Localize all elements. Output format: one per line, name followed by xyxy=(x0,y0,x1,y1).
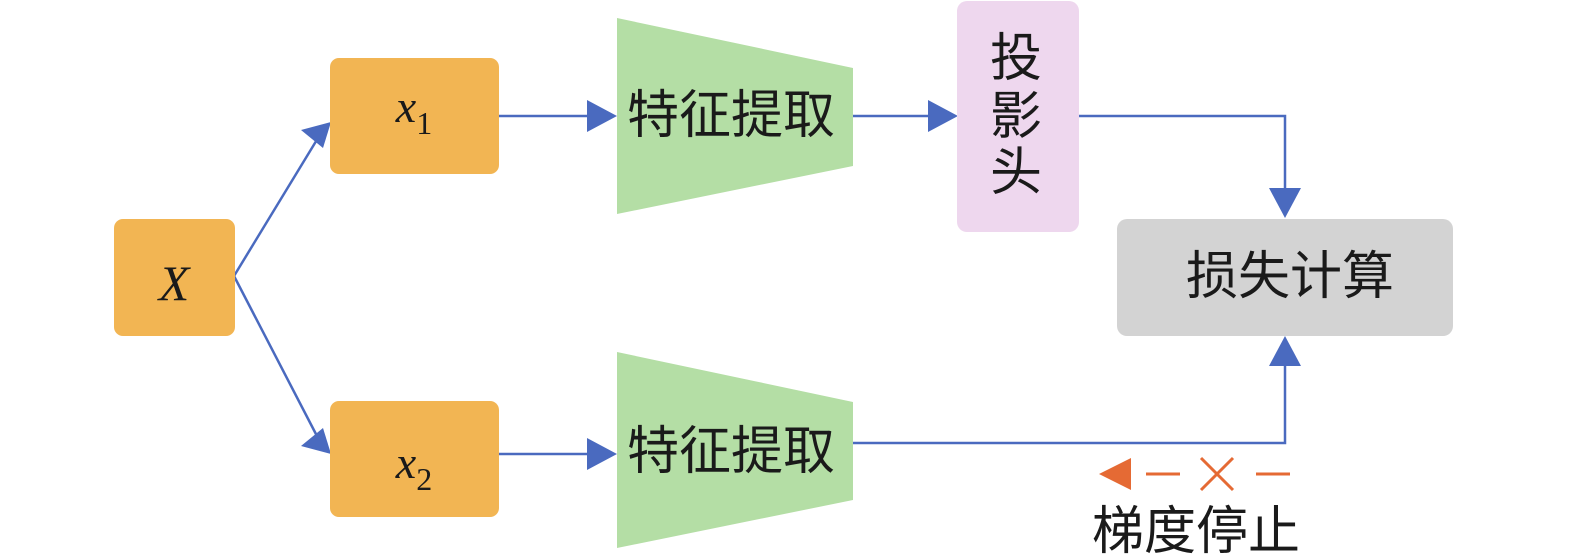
arrowhead-loss-bottom xyxy=(1269,336,1301,366)
arrow-input-to-view1 xyxy=(232,137,320,277)
loss-label: 损失计算 xyxy=(1186,247,1394,307)
stop-gradient-arrowhead xyxy=(1099,458,1131,490)
arrowhead-extractor-top xyxy=(587,100,617,132)
extractor-top-shape xyxy=(617,18,853,214)
feature-extractor-bottom: 特征提取 xyxy=(617,352,853,548)
input-box xyxy=(114,219,235,336)
extractor-bottom-shape xyxy=(617,352,853,548)
arrowhead-view1 xyxy=(301,122,331,148)
view2-box xyxy=(330,401,499,517)
left-arrow-dash-cross-icon xyxy=(1099,456,1290,492)
arrow-projection-to-loss xyxy=(1079,114,1287,196)
extractor-bottom-label: 特征提取 xyxy=(627,422,835,482)
arrow-input-to-view2 xyxy=(232,275,320,439)
projection-head-char-2: 影 xyxy=(990,87,1042,147)
view1-label: x1 xyxy=(395,81,432,141)
view1-node: x1 xyxy=(330,58,499,174)
loss-node: 损失计算 xyxy=(1117,219,1453,336)
arrowhead-projection xyxy=(928,100,958,132)
loss-box xyxy=(1117,219,1453,336)
stop-gradient-cross-b xyxy=(1199,456,1235,492)
feature-extractor-top: 特征提取 xyxy=(617,18,853,214)
connectors xyxy=(232,114,1287,456)
projection-head-char-1: 投 xyxy=(990,29,1042,89)
stop-gradient-legend: 梯度停止 xyxy=(1092,456,1300,559)
arrowhead-loss-top xyxy=(1269,188,1301,218)
view2-label: x2 xyxy=(395,437,432,497)
arrowheads xyxy=(301,100,1301,470)
arrowhead-extractor-bottom xyxy=(587,438,617,470)
projection-head-char-3: 头 xyxy=(990,143,1042,203)
view1-box xyxy=(330,58,499,174)
input-label: X xyxy=(157,255,192,311)
stop-gradient-label: 梯度停止 xyxy=(1092,502,1300,559)
view2-node: x2 xyxy=(330,401,499,517)
extractor-top-label: 特征提取 xyxy=(627,86,835,146)
arrow-extractor-to-loss xyxy=(853,364,1287,445)
projection-head-box xyxy=(957,1,1079,232)
projection-head: 投 影 头 xyxy=(957,1,1079,232)
arrowhead-view2 xyxy=(301,428,331,454)
input-node: X xyxy=(114,219,235,336)
